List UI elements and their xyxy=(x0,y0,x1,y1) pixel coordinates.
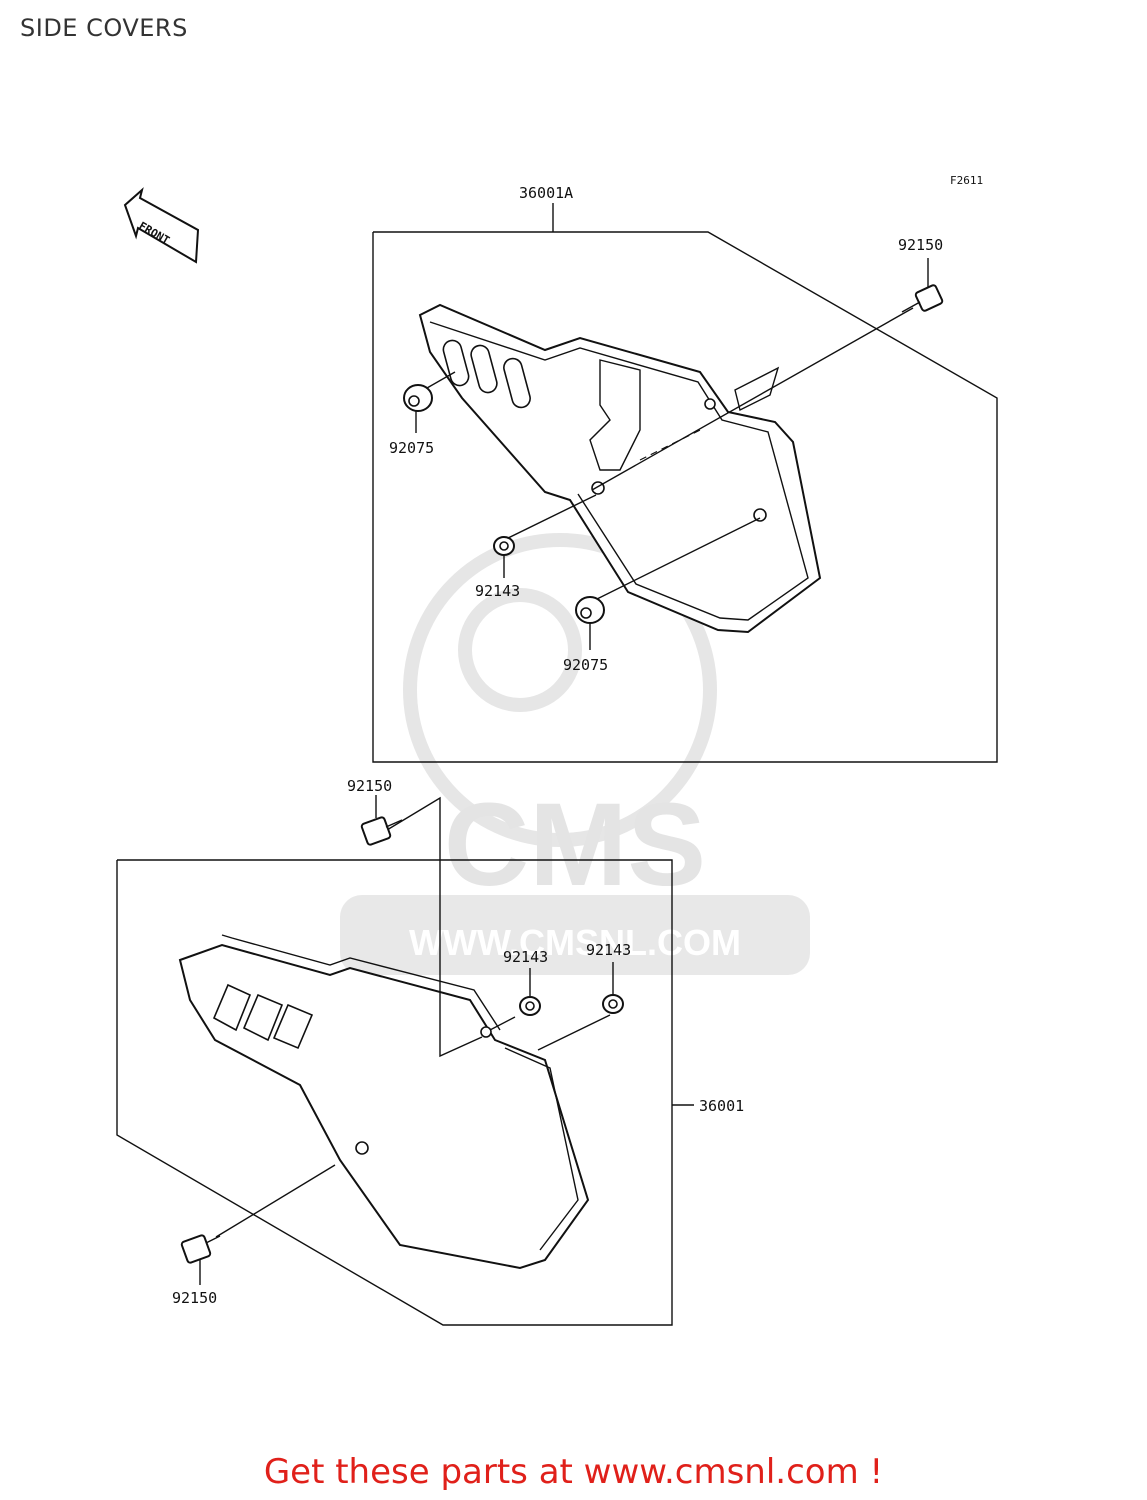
page-title: SIDE COVERS xyxy=(20,14,188,42)
watermark-mascot-head xyxy=(458,588,582,712)
collar-icon xyxy=(519,996,541,1016)
watermark-url-plate xyxy=(340,895,810,975)
front-arrow-icon: FRONT xyxy=(123,187,200,264)
label-92075-lower: 92075 xyxy=(563,656,608,674)
cms-watermark: CMS WWW.CMSNL.COM xyxy=(340,533,810,975)
footer-link[interactable]: Get these parts at www.cmsnl.com ! xyxy=(263,1452,884,1492)
watermark-url: WWW.CMSNL.COM xyxy=(409,922,741,963)
label-92143-lower-right: 92143 xyxy=(586,941,631,959)
label-92150-lower-top: 92150 xyxy=(347,777,392,795)
watermark-brand: CMS xyxy=(444,779,706,911)
watermark-ring xyxy=(403,533,717,847)
grommet-icon xyxy=(575,596,605,624)
bolt-icon xyxy=(180,1234,221,1264)
grommet-icon xyxy=(403,384,433,412)
side-cover-36001A xyxy=(418,303,822,634)
assembly-frame-upper xyxy=(372,231,998,763)
assembly-frame-lower xyxy=(116,859,673,1326)
collar-icon xyxy=(493,536,515,556)
label-92150-lower-bottom: 92150 xyxy=(172,1289,217,1307)
bolt-icon xyxy=(901,284,944,313)
label-92150-upper: 92150 xyxy=(898,236,943,254)
side-cover-36001 xyxy=(178,934,590,1270)
label-92143-lower-left: 92143 xyxy=(503,948,548,966)
label-92143-upper: 92143 xyxy=(475,582,520,600)
figure-code: F2611 xyxy=(950,174,983,187)
label-36001: 36001 xyxy=(699,1097,744,1115)
label-36001A: 36001A xyxy=(519,184,573,202)
label-92075-upper: 92075 xyxy=(389,439,434,457)
bolt-icon xyxy=(360,816,403,846)
collar-icon xyxy=(602,994,624,1014)
